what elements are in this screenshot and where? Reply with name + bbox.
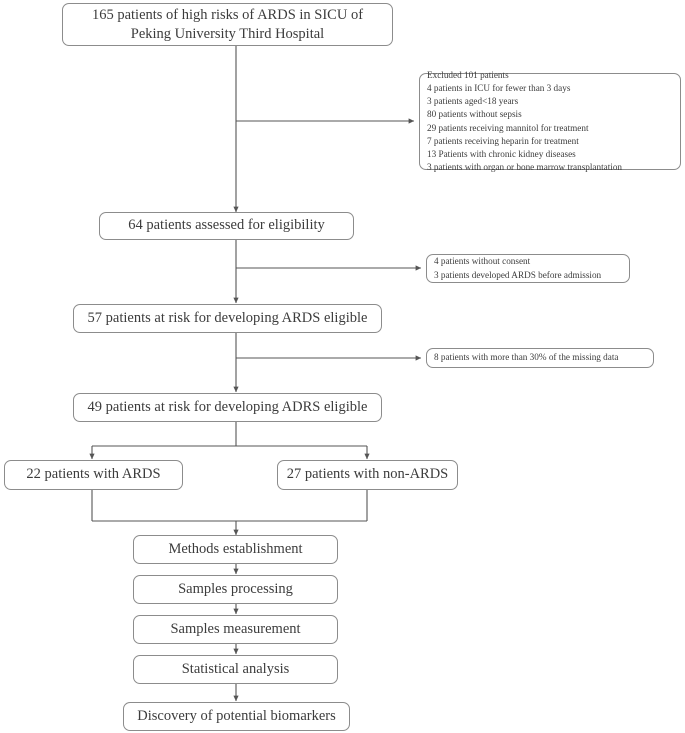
exclusion-main-line-3: 80 patients without sepsis: [427, 109, 522, 120]
exclusion-consent-line-1: 3 patients developed ARDS before admissi…: [434, 269, 602, 280]
node-group-ards-label: 22 patients with ARDS: [26, 466, 161, 483]
exclusion-consent-line-0: 4 patients without consent: [434, 256, 531, 267]
node-assessed-label: 64 patients assessed for eligibility: [128, 217, 325, 234]
node-methods-establishment: Methods establishment: [133, 535, 338, 564]
node-samples-processing-label: Samples processing: [178, 580, 293, 597]
node-discovery-biomarkers: Discovery of potential biomarkers: [123, 702, 350, 731]
exclusion-main-line-1: 4 patients in ICU for fewer than 3 days: [427, 83, 571, 94]
node-discovery-biomarkers-label: Discovery of potential biomarkers: [137, 707, 336, 724]
node-statistical-analysis-label: Statistical analysis: [181, 660, 290, 677]
exclusion-box-main: Excluded 101 patients 4 patients in ICU …: [419, 70, 681, 172]
exclusion-main-line-4: 29 patients receiving mannitol for treat…: [427, 122, 589, 133]
node-samples-measurement-label: Samples measurement: [170, 620, 301, 637]
exclusion-box-consent: 4 patients without consent 3 patients de…: [426, 254, 630, 283]
node-eligible-57: 57 patients at risk for developing ARDS …: [73, 304, 382, 333]
exclusion-missing-line-0: 8 patients with more than 30% of the mis…: [434, 352, 619, 363]
node-cohort-total-label: 165 patients of high risks of ARDS in SI…: [91, 7, 364, 42]
node-group-ards: 22 patients with ARDS: [4, 460, 183, 490]
exclusion-main-line-0: Excluded 101 patients: [427, 70, 509, 81]
node-statistical-analysis: Statistical analysis: [133, 655, 338, 684]
node-group-non-ards: 27 patients with non-ARDS: [277, 460, 458, 490]
node-samples-processing: Samples processing: [133, 575, 338, 604]
node-eligible-49: 49 patients at risk for developing ADRS …: [73, 393, 382, 422]
exclusion-main-line-5: 7 patients receiving heparin for treatme…: [427, 135, 579, 146]
node-methods-establishment-label: Methods establishment: [168, 540, 303, 557]
node-eligible-57-label: 57 patients at risk for developing ARDS …: [87, 309, 368, 326]
node-cohort-total: 165 patients of high risks of ARDS in SI…: [62, 3, 393, 46]
exclusion-box-missing-data: 8 patients with more than 30% of the mis…: [426, 348, 654, 368]
node-eligible-49-label: 49 patients at risk for developing ADRS …: [87, 398, 368, 415]
node-samples-measurement: Samples measurement: [133, 615, 338, 644]
exclusion-main-line-2: 3 patients aged<18 years: [427, 96, 519, 107]
node-assessed: 64 patients assessed for eligibility: [99, 212, 354, 240]
exclusion-main-line-7: 3 patients with organ or bone marrow tra…: [427, 161, 623, 172]
exclusion-main-line-6: 13 Patients with chronic kidney diseases: [427, 148, 576, 159]
node-group-non-ards-label: 27 patients with non-ARDS: [286, 466, 449, 483]
